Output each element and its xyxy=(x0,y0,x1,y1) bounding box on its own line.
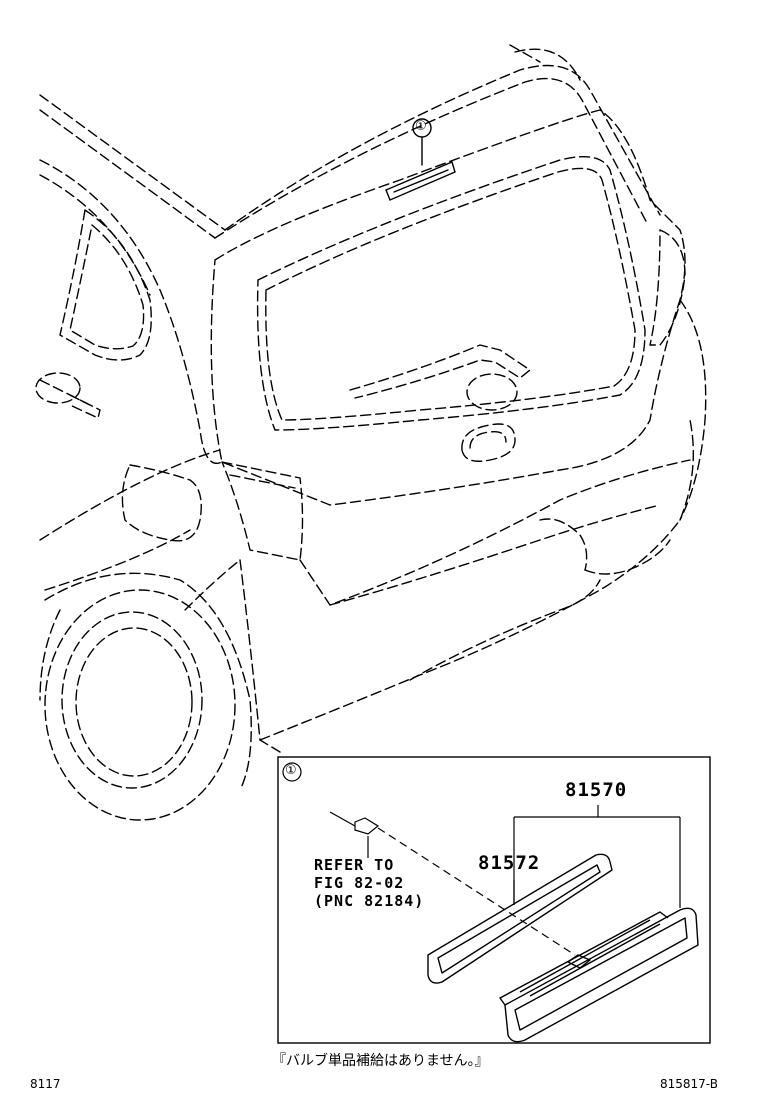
inset-marker: ① xyxy=(285,763,297,778)
bulb-supply-note: 『バルブ単品補給はありません。』 xyxy=(272,1053,489,1069)
part-number-lens: 81572 xyxy=(478,852,541,874)
footer-left-code: 8117 xyxy=(30,1077,61,1091)
footer-right-code: 815817-B xyxy=(660,1077,718,1091)
part-number-assembly: 81570 xyxy=(565,779,628,801)
callout-marker: ① xyxy=(415,119,427,134)
reference-line: REFER TO xyxy=(314,856,395,874)
reference-line: FIG 82-02 xyxy=(314,874,405,892)
reference-line: (PNC 82184) xyxy=(314,892,425,910)
reference-note: REFER TO FIG 82-02 (PNC 82184) xyxy=(314,856,424,910)
